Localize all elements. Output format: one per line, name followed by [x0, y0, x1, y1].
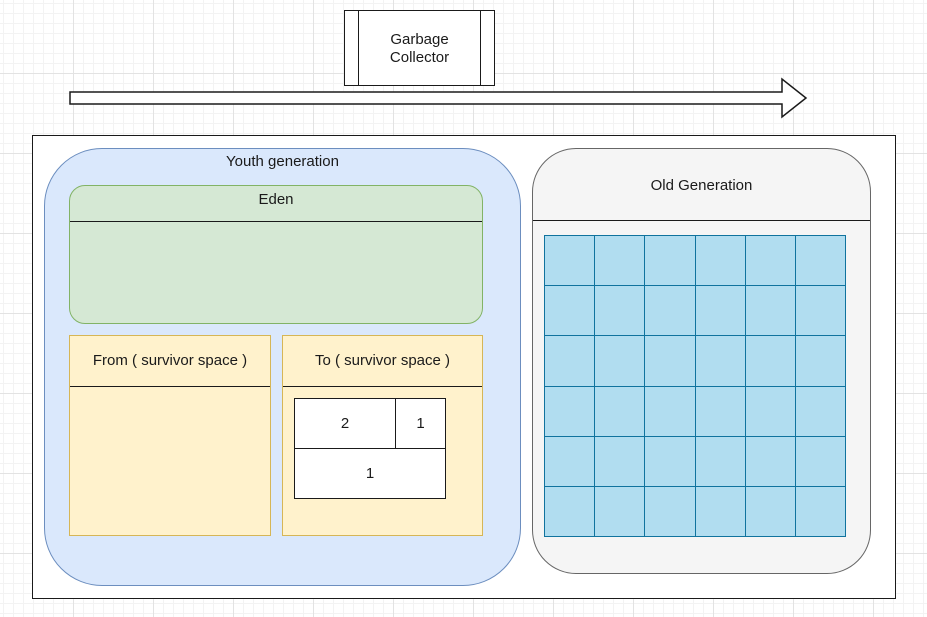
- object-block-label: 1: [416, 415, 425, 432]
- old-generation-cell: [595, 486, 646, 537]
- old-generation-cell: [745, 236, 796, 287]
- old-generation-cell: [795, 436, 846, 487]
- old-generation-cell: [745, 336, 796, 387]
- old-generation-cell: [645, 386, 696, 437]
- old-generation-cell: [745, 436, 796, 487]
- to-survivor-space-title: To ( survivor space ): [283, 336, 482, 387]
- old-generation-cell: [545, 486, 596, 537]
- old-generation-cell: [595, 336, 646, 387]
- old-generation-grid: [544, 235, 846, 537]
- old-generation-cell: [795, 236, 846, 287]
- right-arrow-icon: [69, 77, 808, 119]
- old-generation-cell: [545, 336, 596, 387]
- old-generation-cell: [595, 386, 646, 437]
- old-generation-cell: [795, 386, 846, 437]
- old-generation-cell: [645, 236, 696, 287]
- old-generation-cell: [545, 236, 596, 287]
- garbage-collector-label: Garbage Collector: [361, 31, 478, 67]
- old-generation-cell: [645, 336, 696, 387]
- object-block-label: 2: [340, 415, 350, 432]
- object-block: 1: [294, 448, 446, 499]
- from-survivor-space-title: From ( survivor space ): [70, 336, 270, 387]
- old-generation-cell: [545, 286, 596, 337]
- old-generation-cell: [745, 386, 796, 437]
- from-survivor-space: From ( survivor space ): [69, 335, 271, 536]
- object-block: 2: [294, 398, 396, 449]
- youth-generation-title: Youth generation: [226, 153, 339, 170]
- old-generation-cell: [595, 236, 646, 287]
- old-generation-cell: [695, 386, 746, 437]
- old-generation-title: Old Generation: [533, 149, 870, 221]
- old-generation-cell: [695, 286, 746, 337]
- old-generation-cell: [645, 286, 696, 337]
- old-generation-cell: [695, 336, 746, 387]
- garbage-collector-box: Garbage Collector: [344, 10, 495, 86]
- garbage-collector-label-line2: Collector: [389, 49, 450, 66]
- old-generation-cell: [645, 436, 696, 487]
- old-generation-cell: [745, 486, 796, 537]
- old-generation-cell: [595, 286, 646, 337]
- old-generation-cell: [545, 436, 596, 487]
- old-generation-cell: [695, 236, 746, 287]
- eden-space: Eden: [69, 185, 483, 324]
- object-block-label: 1: [365, 465, 375, 482]
- old-generation-cell: [695, 436, 746, 487]
- old-generation-cell: [595, 436, 646, 487]
- old-generation-cell: [795, 486, 846, 537]
- old-generation-cell: [545, 386, 596, 437]
- old-generation-cell: [795, 336, 846, 387]
- old-generation-cell: [795, 286, 846, 337]
- eden-title: Eden: [70, 186, 482, 222]
- old-generation-cell: [695, 486, 746, 537]
- old-generation-cell: [645, 486, 696, 537]
- object-block: 1: [395, 398, 446, 449]
- old-generation-cell: [745, 286, 796, 337]
- garbage-collector-label-line1: Garbage: [390, 31, 449, 48]
